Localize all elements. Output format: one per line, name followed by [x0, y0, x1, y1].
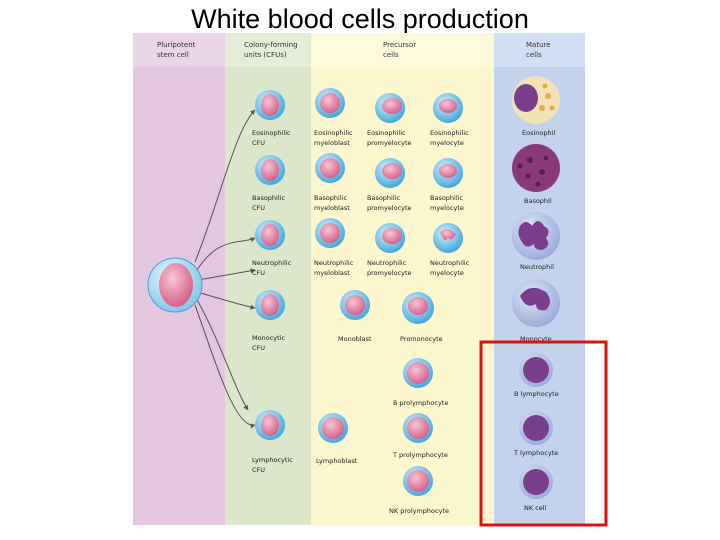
- eos-myeloblast-cell: [315, 88, 345, 118]
- nk-prolymphocyte-cell: [403, 466, 433, 496]
- t-prolymphocyte-cell: [403, 413, 433, 443]
- neut-promyelocyte-cell: [375, 223, 405, 253]
- lymphoblast-label: Lymphoblast: [316, 457, 358, 465]
- eosinophil-cell: [512, 76, 560, 124]
- b-lymphocyte-cell: [519, 353, 553, 387]
- eos-promyelocyte-cell: [375, 93, 405, 123]
- neutrophil-label: Neutrophil: [520, 263, 554, 271]
- promonocyte-cell: [402, 292, 434, 324]
- nk-cell: [519, 465, 553, 499]
- branch-arrows: [194, 109, 256, 429]
- b-lymphocyte-label: B lymphocyte: [514, 390, 559, 398]
- basophil-cell: [512, 144, 560, 192]
- monoblast-cell: [340, 290, 370, 320]
- neut-myelocyte-cell: [433, 223, 463, 253]
- monoblast-label: Monoblast: [338, 335, 372, 343]
- header-strip: [133, 33, 585, 67]
- eos-myelocyte-cell: [433, 93, 463, 123]
- baso-myelocyte-cell: [433, 158, 463, 188]
- b-prolymphocyte-cell: [403, 358, 433, 388]
- neut-myeloblast-cell: [315, 218, 345, 248]
- baso-promyelocyte-cell: [375, 158, 405, 188]
- page-title: White blood cells production: [191, 4, 529, 34]
- monocyte-cell: [512, 279, 560, 327]
- t-prolymphocyte-label: T prolymphocyte: [392, 451, 448, 459]
- promonocyte-label: Promonocyte: [400, 335, 443, 343]
- basophil-label: Basophil: [524, 197, 552, 205]
- baso-cfu-cell: [255, 155, 285, 185]
- highlight-box: [479, 340, 608, 527]
- pluripotent-stem-cell: [147, 257, 203, 313]
- eos-cfu-cell: [255, 90, 285, 120]
- nk-cell-label: NK cell: [524, 504, 547, 512]
- mono-cfu-cell: [255, 290, 285, 320]
- baso-myeloblast-cell: [315, 153, 345, 183]
- neutrophil-cell: [512, 212, 560, 260]
- t-lymphocyte-cell: [519, 411, 553, 445]
- b-prolymphocyte-label: B prolymphocyte: [393, 399, 448, 407]
- monocyte-label: Monocyte: [520, 335, 552, 343]
- t-lymphocyte-label: T lymphocyte: [513, 449, 558, 457]
- lymphoblast-cell: [318, 413, 348, 443]
- lymph-cfu-cell: [255, 410, 285, 440]
- neut-cfu-cell: [255, 220, 285, 250]
- nk-prolymphocyte-label: NK prolymphocyte: [389, 507, 449, 515]
- eosinophil-label: Eosinophil: [522, 129, 555, 137]
